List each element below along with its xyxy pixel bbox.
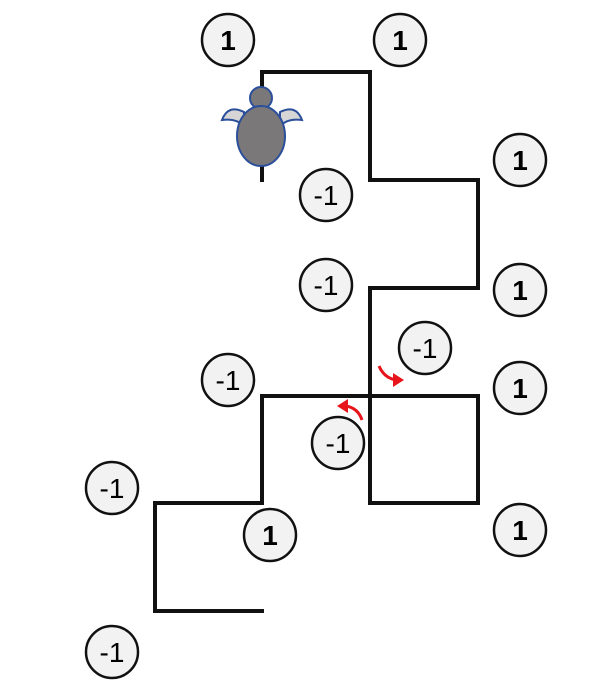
value-node-positive: 1 [242, 507, 298, 563]
node-circle [200, 12, 256, 68]
node-label: -1 [314, 180, 339, 211]
node-circle [492, 360, 548, 416]
node-circle [200, 352, 256, 408]
value-node-negative: -1 [310, 415, 366, 471]
node-label: 1 [262, 520, 278, 551]
node-circle [492, 502, 548, 558]
turtle-path [153, 70, 480, 613]
node-label: -1 [100, 473, 125, 504]
value-node-positive: 1 [492, 132, 548, 188]
node-circle [298, 167, 354, 223]
value-node-positive: 1 [492, 360, 548, 416]
value-node-positive: 1 [372, 12, 428, 68]
node-label: 1 [392, 25, 408, 56]
node-label: -1 [100, 637, 125, 668]
arrowhead-icon [393, 373, 404, 387]
node-circle [310, 415, 366, 471]
node-circle [298, 257, 354, 313]
node-label: 1 [512, 373, 528, 404]
node-label: 1 [512, 515, 528, 546]
node-label: 1 [512, 145, 528, 176]
value-node-positive: 1 [200, 12, 256, 68]
value-node-negative: -1 [397, 320, 453, 376]
node-circle [397, 320, 453, 376]
value-node-negative: -1 [84, 460, 140, 516]
value-node-negative: -1 [298, 167, 354, 223]
turn-arrows [337, 365, 404, 421]
value-node-negative: -1 [200, 352, 256, 408]
value-node-positive: 1 [492, 262, 548, 318]
node-label: 1 [512, 275, 528, 306]
value-node-negative: -1 [298, 257, 354, 313]
node-label: -1 [413, 333, 438, 364]
node-label: 1 [220, 25, 236, 56]
node-circle [492, 262, 548, 318]
node-circle [84, 460, 140, 516]
node-label: -1 [326, 428, 351, 459]
node-circle [242, 507, 298, 563]
value-node-positive: 1 [492, 502, 548, 558]
node-label: -1 [314, 270, 339, 301]
node-circle [84, 624, 140, 680]
arrowhead-icon [337, 399, 348, 413]
value-node-negative: -1 [84, 624, 140, 680]
node-circle [372, 12, 428, 68]
node-circle [492, 132, 548, 188]
node-label: -1 [216, 365, 241, 396]
turtle-icon [220, 86, 304, 182]
